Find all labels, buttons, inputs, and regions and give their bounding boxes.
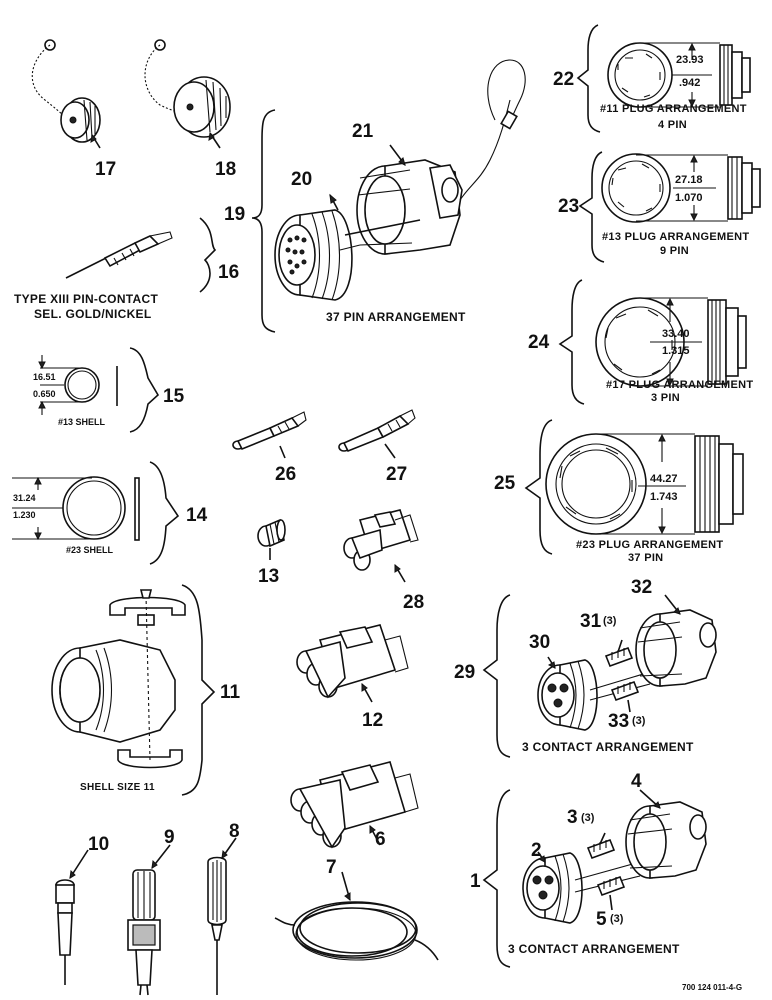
caption-plug-11-line2: 4 PIN <box>658 119 688 131</box>
dim-22-mm: 23.93 <box>676 54 704 66</box>
tool-10-drawing <box>55 849 89 985</box>
qty-33: (3) <box>632 715 646 727</box>
caption-37-pin: 37 PIN ARRANGEMENT <box>326 310 466 324</box>
dim-24-mm: 33.40 <box>662 328 690 340</box>
callout-31: 31 <box>580 611 602 632</box>
figure-code: 700 124 011-4-G <box>682 983 743 992</box>
dim-25-in: 1.743 <box>650 491 678 503</box>
callout-30: 30 <box>529 632 551 653</box>
callout-7: 7 <box>326 857 337 878</box>
callout-22: 22 <box>553 69 575 90</box>
callout-17: 17 <box>95 159 117 180</box>
callout-16: 16 <box>218 262 240 283</box>
callout-26: 26 <box>275 464 297 485</box>
callout-23: 23 <box>558 196 580 217</box>
callout-29: 29 <box>454 662 476 683</box>
callout-13: 13 <box>258 566 280 587</box>
dim-15-mm: 16.51 <box>33 372 56 382</box>
assembly-29-drawing <box>482 594 717 758</box>
callout-6: 6 <box>375 829 386 850</box>
callout-19: 19 <box>224 204 246 225</box>
callout-2: 2 <box>531 840 542 861</box>
plug-25-drawing <box>524 419 744 555</box>
assembly-19-drawing <box>251 59 526 333</box>
caption-plug-23-line1: #23 PLUG ARRANGEMENT <box>576 539 724 551</box>
plug-23-drawing <box>578 151 761 263</box>
caption-3-contact-lower: 3 CONTACT ARRANGEMENT <box>508 942 680 956</box>
callout-20: 20 <box>291 169 313 190</box>
tool-9-drawing <box>127 844 171 996</box>
shell-14-drawing <box>12 461 180 565</box>
callout-18: 18 <box>215 159 237 180</box>
caption-3-contact-upper: 3 CONTACT ARRANGEMENT <box>522 740 694 754</box>
connector-28-drawing <box>343 509 419 583</box>
dim-15-in: 0.650 <box>33 389 56 399</box>
callout-25: 25 <box>494 473 516 494</box>
qty-5: (3) <box>610 913 624 925</box>
backshell-11-drawing <box>51 584 216 796</box>
callout-21: 21 <box>352 121 374 142</box>
seal-13-drawing <box>257 518 286 560</box>
dim-23-in: 1.070 <box>675 192 703 204</box>
caption-plug-13-line1: #13 PLUG ARRANGEMENT <box>602 231 750 243</box>
cap-18-drawing <box>144 39 231 149</box>
shell-15-drawing <box>38 347 160 433</box>
callout-3: 3 <box>567 807 578 828</box>
caption-shell-13: #13 SHELL <box>58 417 106 427</box>
callout-14: 14 <box>186 505 208 526</box>
caption-type-xiii-line1: TYPE XIII PIN-CONTACT <box>14 292 159 306</box>
connector-12-drawing <box>296 624 409 703</box>
wire-coil-7-drawing <box>274 871 439 961</box>
callout-5: 5 <box>596 909 607 930</box>
callout-27: 27 <box>386 464 408 485</box>
caption-type-xiii-line2: SEL. GOLD/NICKEL <box>34 307 152 321</box>
assembly-1-drawing <box>482 789 707 968</box>
callout-1: 1 <box>470 871 481 892</box>
callout-12: 12 <box>362 710 384 731</box>
plug-24-drawing <box>558 279 747 405</box>
pin-26-drawing <box>232 411 307 459</box>
qty-31: (3) <box>603 615 617 627</box>
connector-6-drawing <box>290 761 419 849</box>
caption-shell-size-11: SHELL SIZE 11 <box>80 782 155 793</box>
callout-15: 15 <box>163 386 185 407</box>
dim-25-mm: 44.27 <box>650 473 678 485</box>
caption-plug-17-line1: #17 PLUG ARRANGEMENT <box>606 379 754 391</box>
callout-8: 8 <box>229 821 240 842</box>
callout-11: 11 <box>220 682 241 703</box>
socket-27-drawing <box>338 409 416 459</box>
pin-contact-16-drawing <box>65 217 217 293</box>
callout-10: 10 <box>88 834 110 855</box>
caption-plug-17-line2: 3 PIN <box>651 392 681 404</box>
dim-24-in: 1.315 <box>662 345 690 357</box>
caption-shell-23: #23 SHELL <box>66 545 114 555</box>
caption-plug-23-line2: 37 PIN <box>628 552 664 564</box>
plug-22-drawing <box>576 24 751 133</box>
caption-plug-13-line2: 9 PIN <box>660 245 690 257</box>
callout-33: 33 <box>608 711 630 732</box>
dim-14-in: 1.230 <box>13 510 36 520</box>
callout-9: 9 <box>164 827 175 848</box>
dim-14-mm: 31.24 <box>13 493 36 503</box>
callout-24: 24 <box>528 332 550 353</box>
dim-23-mm: 27.18 <box>675 174 703 186</box>
qty-3: (3) <box>581 812 595 824</box>
callout-32: 32 <box>631 577 653 598</box>
dim-22-in: .942 <box>679 77 701 89</box>
screwdriver-8-drawing <box>207 837 237 995</box>
callout-4: 4 <box>631 771 642 792</box>
callout-28: 28 <box>403 592 425 613</box>
cap-17-drawing <box>31 39 101 149</box>
caption-plug-11-line1: #11 PLUG ARRANGEMENT <box>600 103 747 115</box>
